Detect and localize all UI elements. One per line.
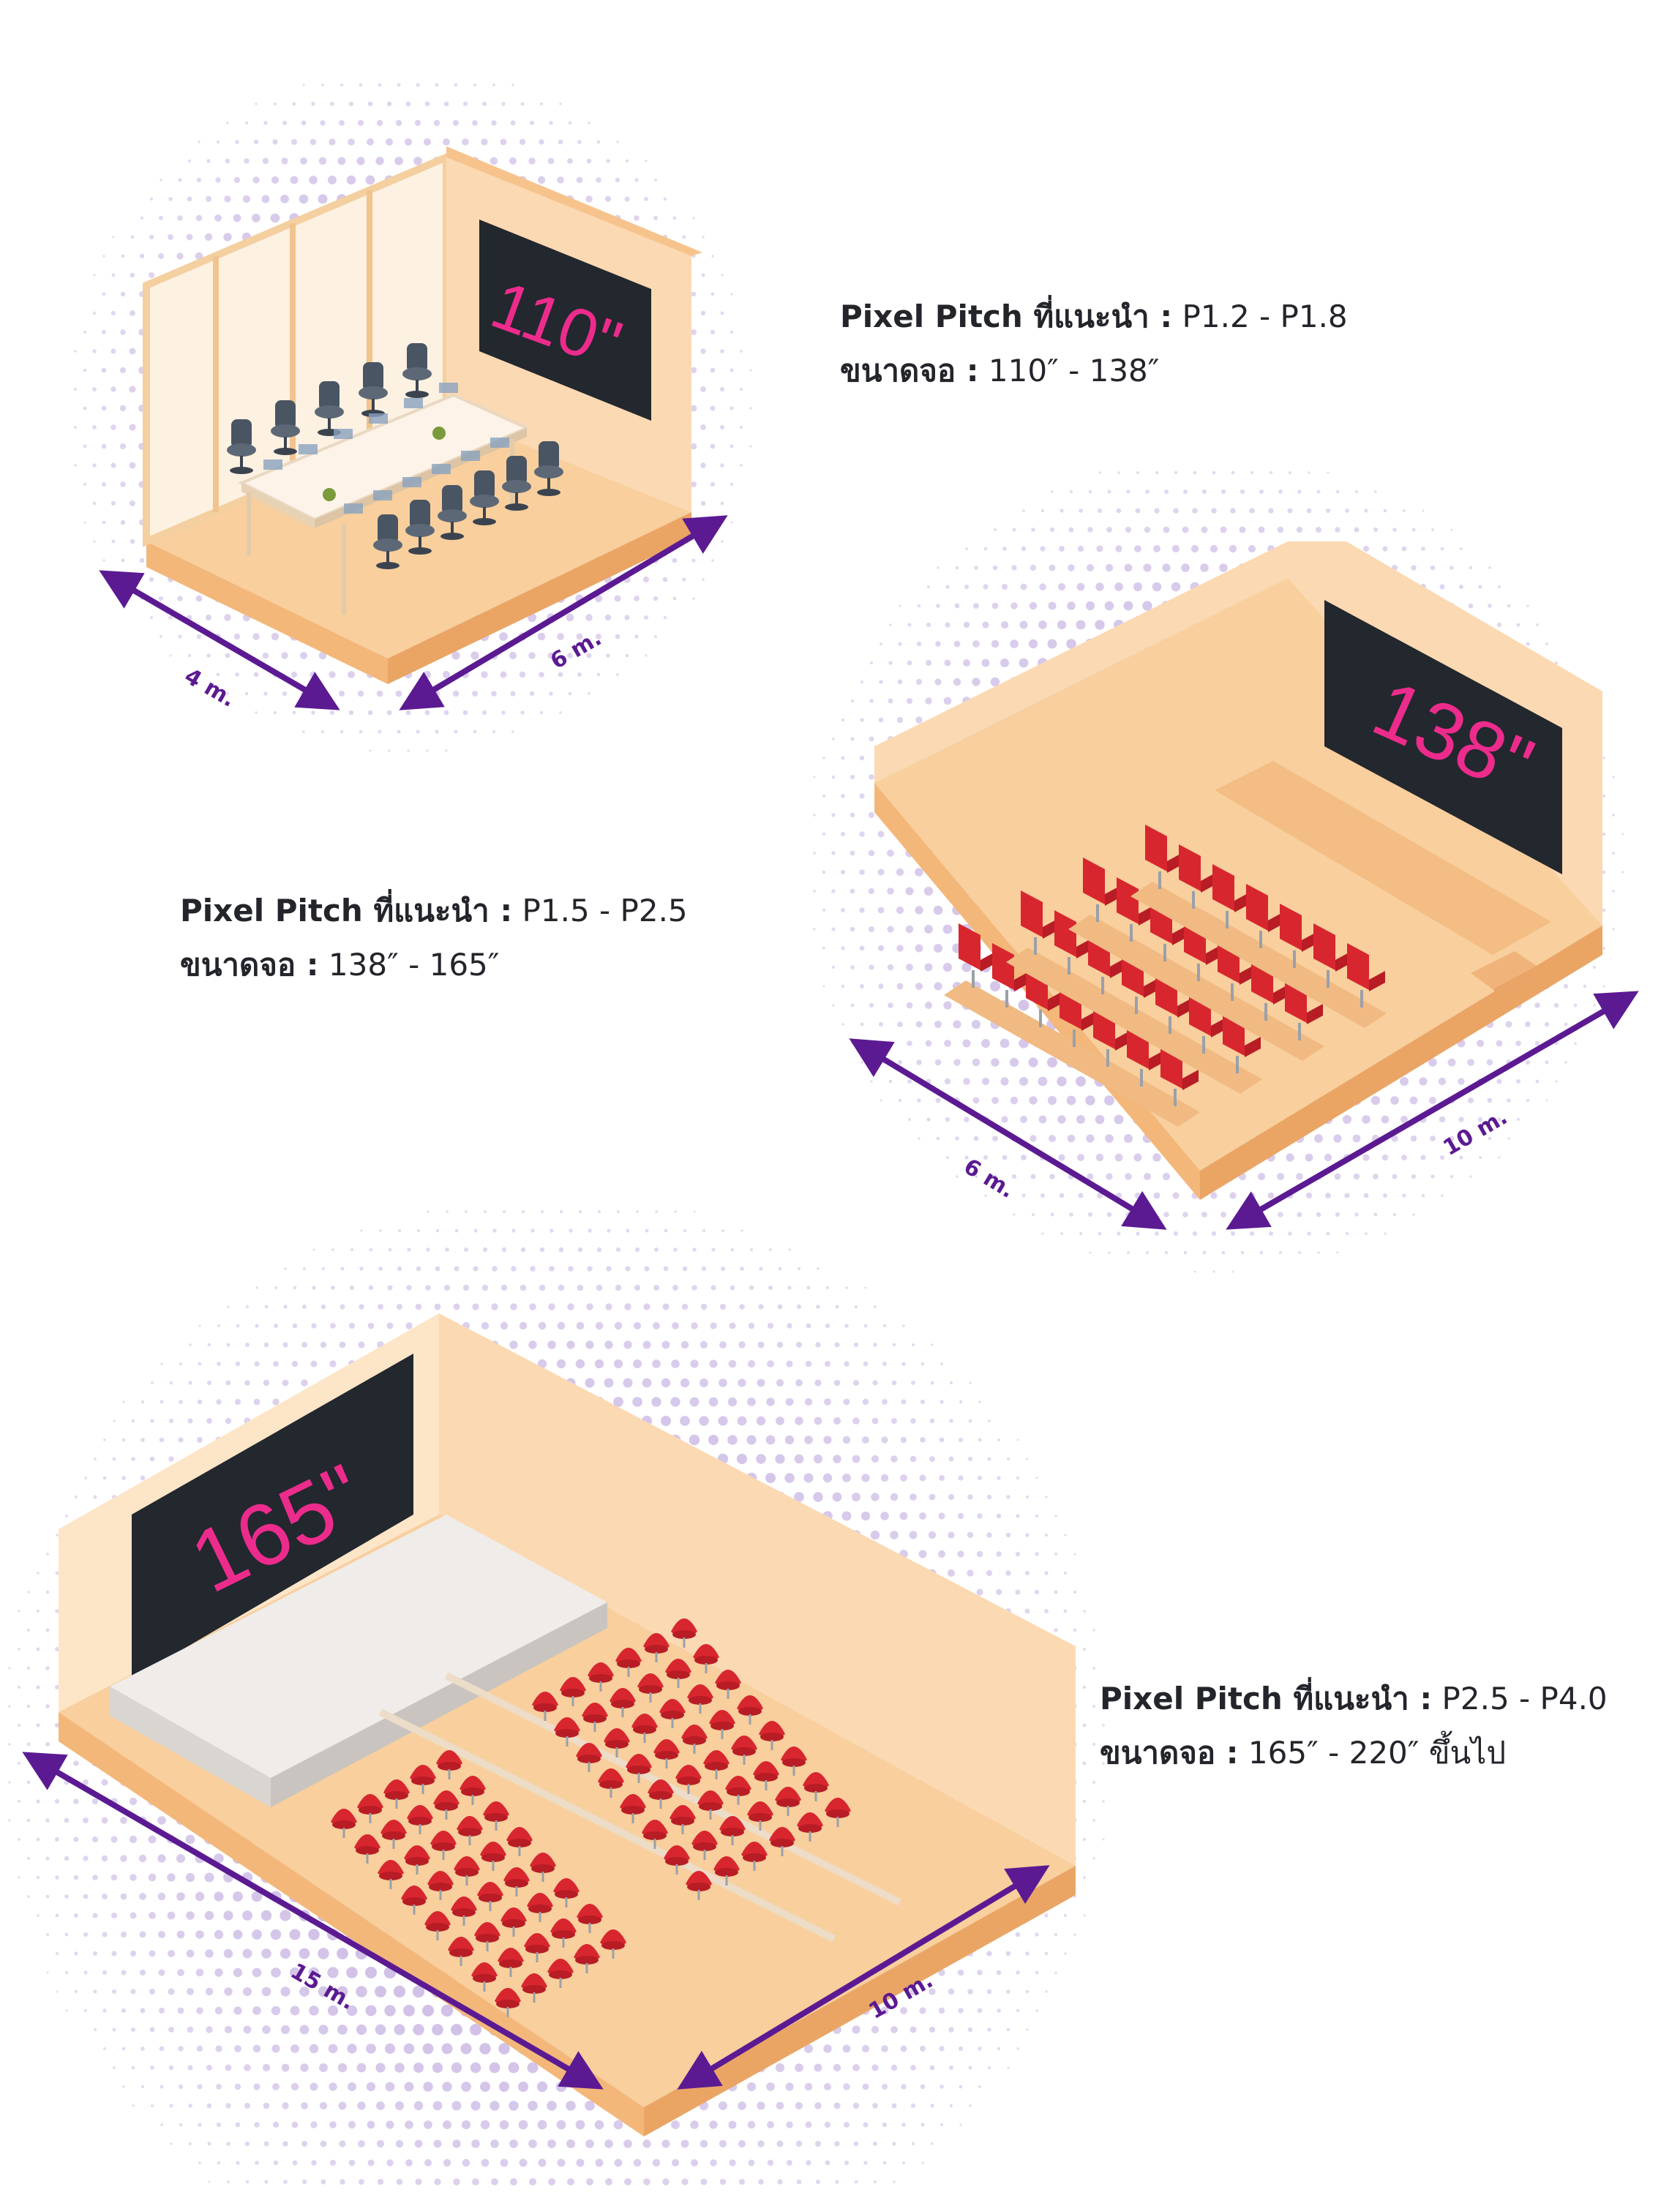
meeting-room-length-arrow xyxy=(399,515,728,710)
seminar-room-spec: Pixel Pitch ที่แนะนำ : P1.5 - P2.5 ขนาดจ… xyxy=(180,884,688,992)
auditorium-size-line: ขนาดจอ : 165″ - 220″ ขึ้นไป xyxy=(1100,1726,1608,1780)
meeting-room-screen xyxy=(479,220,651,421)
size-key: ขนาดจอ : xyxy=(1100,1735,1239,1771)
pitch-key: Pixel Pitch ที่แนะนำ : xyxy=(180,893,513,928)
seminar-room-pitch-line: Pixel Pitch ที่แนะนำ : P1.5 - P2.5 xyxy=(180,884,688,938)
auditorium-spec: Pixel Pitch ที่แนะนำ : P2.5 - P4.0 ขนาดจ… xyxy=(1100,1672,1608,1780)
seminar-room-illustration: 138" xyxy=(874,541,1602,1200)
auditorium-stage xyxy=(110,1515,607,1778)
auditorium-screen xyxy=(132,1354,413,1679)
pitch-value: P1.2 - P1.8 xyxy=(1182,299,1348,334)
size-value: 138″ - 165″ xyxy=(328,947,500,983)
meeting-room-width-arrow xyxy=(99,570,340,710)
pitch-key: Pixel Pitch ที่แนะนำ : xyxy=(1100,1681,1433,1716)
auditorium-side-wall xyxy=(439,1313,1076,1866)
meeting-room-width-label: 4 m. xyxy=(180,664,240,713)
size-key: ขนาดจอ : xyxy=(180,947,319,983)
seminar-room-width-label: 6 m. xyxy=(959,1154,1019,1204)
seminar-room-left-wall xyxy=(874,541,1288,783)
seminar-room-size-line: ขนาดจอ : 138″ - 165″ xyxy=(180,938,688,992)
pitch-key: Pixel Pitch ที่แนะนำ : xyxy=(840,299,1173,334)
pitch-value: P2.5 - P4.0 xyxy=(1441,1681,1608,1716)
meeting-room-size-line: ขนาดจอ : 110″ - 138″ xyxy=(840,344,1348,398)
auditorium-length-arrow xyxy=(677,1865,1050,2090)
meeting-room-length-label: 6 m. xyxy=(547,626,607,675)
auditorium-width-arrow xyxy=(22,1752,604,2090)
size-value: 165″ - 220″ ขึ้นไป xyxy=(1248,1735,1507,1771)
meeting-room-illustration: 110" xyxy=(143,146,702,684)
size-key: ขนาดจอ : xyxy=(840,353,979,389)
pitch-value: P1.5 - P2.5 xyxy=(522,893,688,928)
seminar-room-screen xyxy=(1324,600,1562,874)
seminar-room-width-arrow xyxy=(849,1038,1167,1230)
auditorium-pitch-line: Pixel Pitch ที่แนะนำ : P2.5 - P4.0 xyxy=(1100,1672,1608,1726)
seminar-room-stage xyxy=(1215,761,1551,955)
meeting-room-wall-top xyxy=(446,146,702,256)
seminar-room-length-label: 10 m. xyxy=(1439,1104,1512,1161)
size-value: 110″ - 138″ xyxy=(988,353,1160,389)
meeting-room-pitch-line: Pixel Pitch ที่แนะนำ : P1.2 - P1.8 xyxy=(840,290,1348,344)
seminar-room-length-arrow xyxy=(1226,991,1639,1230)
meeting-room-spec: Pixel Pitch ที่แนะนำ : P1.2 - P1.8 ขนาดจ… xyxy=(840,290,1348,398)
